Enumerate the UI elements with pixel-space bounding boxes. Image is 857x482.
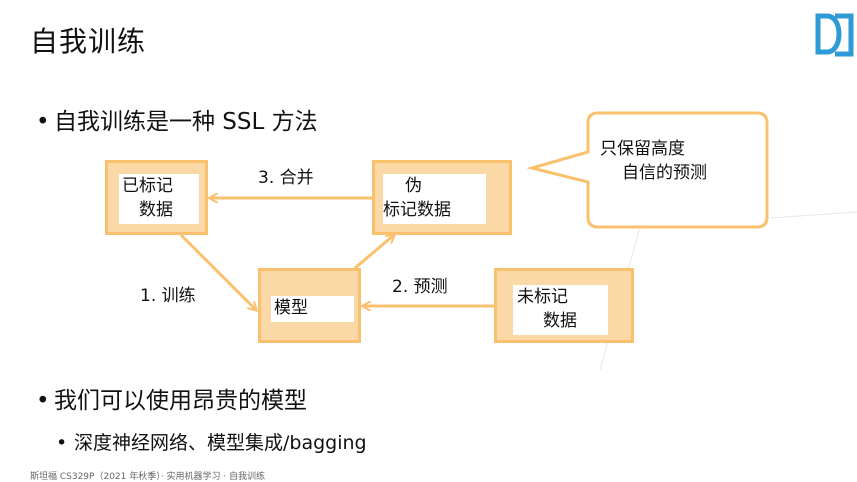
bullet-text: 我们可以使用昂贵的模型 (54, 388, 307, 414)
node-pseudo-text: 伪 标记数据 (383, 174, 486, 224)
node-line: 已标记 (122, 176, 173, 196)
node-line: 数据 (543, 311, 577, 331)
node-line: 伪 (405, 176, 422, 196)
brand-logo-icon (815, 13, 854, 57)
edge-label-predict: 2. 预测 (392, 277, 448, 297)
node-labeled-text: 已标记 数据 (119, 174, 199, 224)
node-line: 未标记 (517, 287, 568, 307)
node-model-text: 模型 (271, 296, 354, 322)
callout-line: 只保留高度 (600, 139, 685, 159)
decorative-line (769, 211, 857, 219)
bullet-text: 自我训练是一种 SSL 方法 (54, 109, 318, 135)
callout-line: 自信的预测 (622, 163, 707, 183)
slide-title: 自我训练 (30, 25, 147, 58)
arrow-to-pseudo (354, 235, 394, 270)
node-line: 模型 (274, 298, 308, 318)
bullet-text: 深度神经网络、模型集成/bagging (74, 432, 367, 454)
bullet-dot: • (36, 109, 50, 135)
node-unlabeled-text: 未标记 数据 (513, 285, 608, 335)
node-unlabeled-data: 未标记 数据 (494, 268, 634, 343)
arrow-train (179, 233, 256, 310)
edge-label-train: 1. 训练 (140, 286, 196, 306)
bullet-dot: • (56, 432, 68, 454)
node-pseudo-labeled-data: 伪 标记数据 (372, 160, 512, 235)
bullet-self-training: •自我训练是一种 SSL 方法 (36, 102, 318, 136)
node-model: 模型 (258, 268, 361, 343)
node-labeled-data: 已标记 数据 (105, 160, 208, 235)
node-line: 数据 (139, 200, 173, 220)
edge-label-merge: 3. 合并 (258, 168, 314, 188)
callout-bubble (526, 111, 769, 229)
bullet-dot: • (36, 388, 50, 414)
footer-text: 斯坦福 CS329P（2021 年秋季）· 实用机器学习 · 自我训练 (30, 472, 266, 482)
node-line: 标记数据 (383, 200, 451, 220)
callout-text: 只保留高度 自信的预测 (600, 137, 707, 185)
bullet-expensive-models: •我们可以使用昂贵的模型 (36, 381, 307, 415)
sub-bullet-model-types: • 深度神经网络、模型集成/bagging (56, 428, 367, 455)
